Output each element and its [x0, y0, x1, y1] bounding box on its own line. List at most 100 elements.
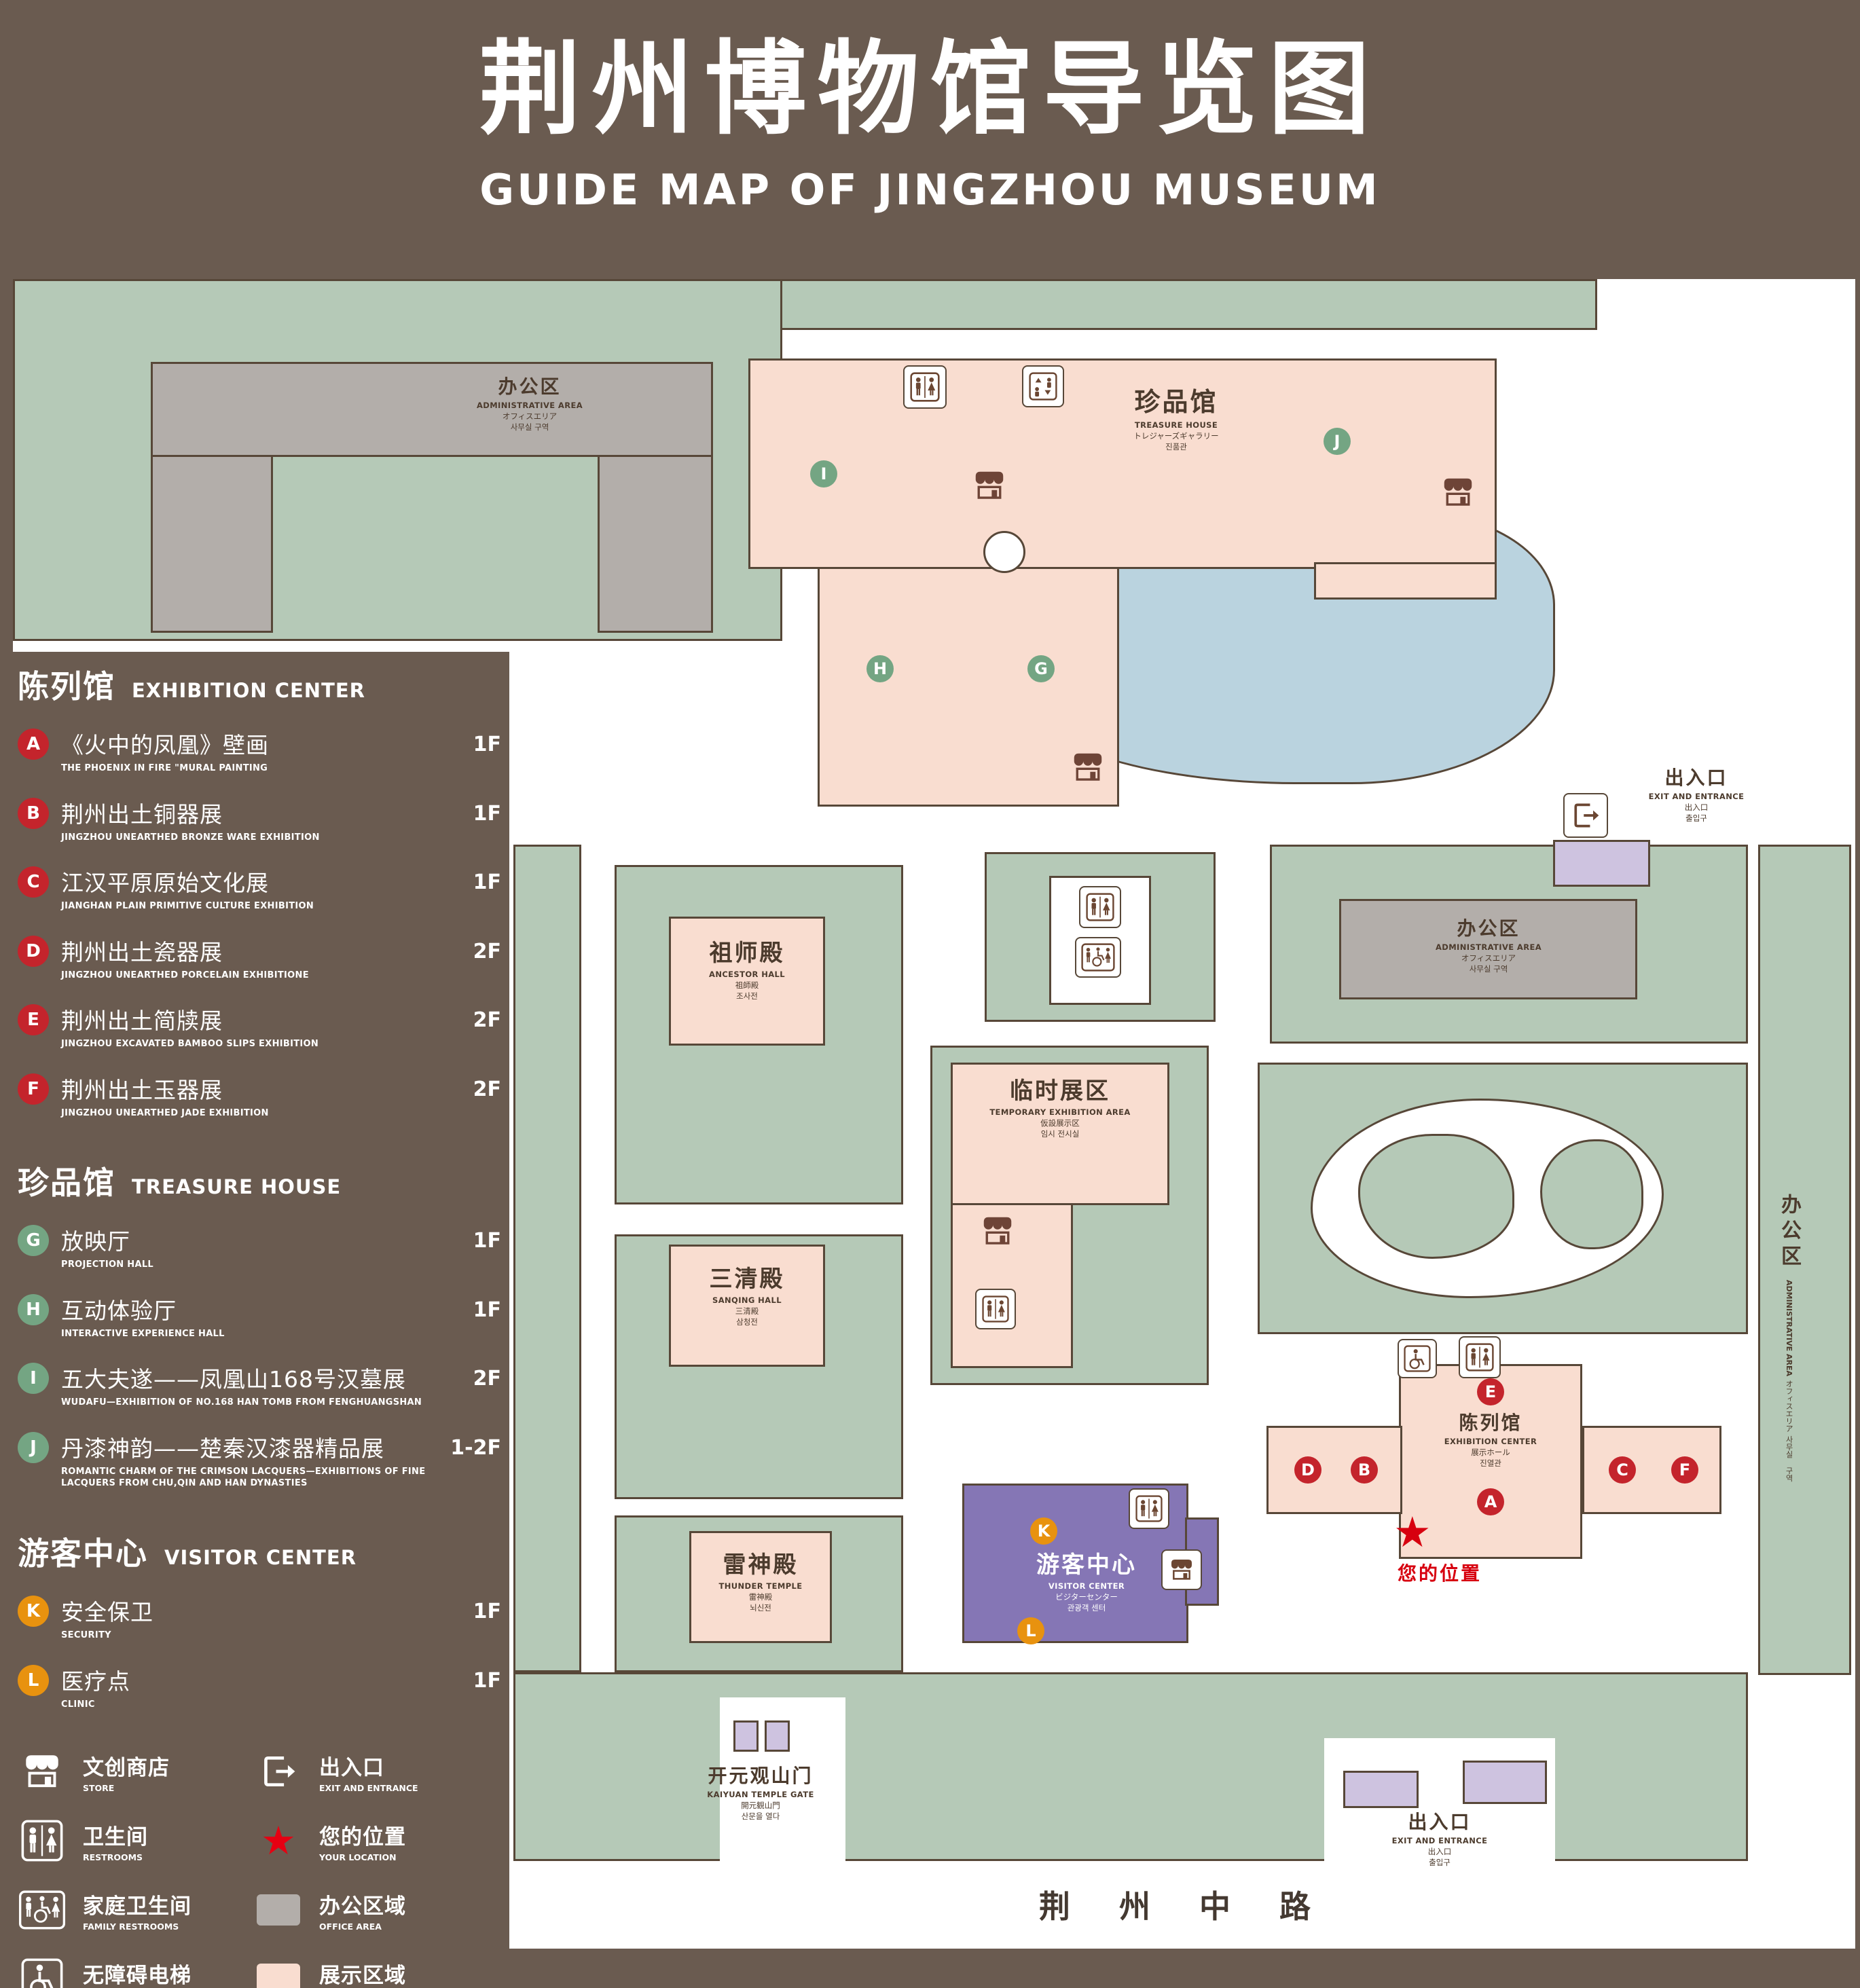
admin-east-label: 办公区 ADMINISTRATIVE AREA オフィスエリア 사무실 구역	[1777, 1193, 1801, 1482]
temporary-exhibition-building	[951, 1063, 1169, 1205]
item-name-zh: 五大夫遂——凤凰山168号汉墓展	[61, 1366, 406, 1393]
item-name-zh: 荆州出土简牍展	[61, 1008, 223, 1035]
page-title: 荆州博物馆导览图 GUIDE MAP OF JINGZHOU MUSEUM	[0, 7, 1860, 215]
treasure-house-building	[748, 358, 1497, 569]
item-name-en: WUDAFU—EXHIBITION OF NO.168 HAN TOMB FRO…	[61, 1397, 422, 1408]
item-name-en: CLINIC	[61, 1699, 95, 1710]
treasure-house-plaza-circle	[983, 531, 1025, 573]
item-floor: 1F	[473, 1600, 501, 1624]
exhibition-center-label: 陈列馆 EXHIBITION CENTER 展示ホール 진열관	[1444, 1412, 1537, 1469]
item-name-zh: 荆州出土玉器展	[61, 1076, 223, 1103]
marker-badge-c: C	[18, 866, 49, 898]
marker-badge-e: E	[18, 1004, 49, 1036]
item-floor: 2F	[473, 1077, 501, 1101]
map-marker-g: G	[1027, 655, 1055, 682]
marker-badge-j: J	[18, 1431, 49, 1463]
item-floor: 1F	[473, 1297, 501, 1322]
item-name-zh: 放映厅	[61, 1228, 130, 1255]
section-visitor-center: 游客中心 VISITOR CENTER	[18, 1529, 501, 1574]
treasure-house-label: 珍品馆 TREASURE HOUSE トレジャーズギャラリー 진품관	[1133, 387, 1219, 452]
elevator-icon	[1022, 365, 1064, 407]
store-icon	[1070, 750, 1106, 784]
gate-building-west	[733, 1720, 759, 1752]
admin-right-label: 办公区 ADMINISTRATIVE AREA オフィスエリア 사무실 구역	[1435, 917, 1542, 974]
your-location-star-icon: ★	[1393, 1507, 1432, 1557]
title-english: GUIDE MAP OF JINGZHOU MUSEUM	[479, 165, 1381, 215]
store-icon	[979, 1214, 1016, 1248]
map-marker-a: A	[1477, 1488, 1504, 1515]
marker-badge-h: H	[18, 1293, 49, 1325]
list-item-b: B 荆州出土铜器展 JINGZHOU UNEARTHED BRONZE WARE …	[18, 796, 501, 844]
treasure-house-south-wing	[818, 567, 1119, 807]
restroom-icon	[1129, 1488, 1169, 1529]
restroom-icon	[1459, 1336, 1501, 1378]
section-exhibition-center: 陈列馆 EXHIBITION CENTER	[18, 662, 501, 707]
exit-icon	[254, 1750, 303, 1793]
item-name-en: INTERACTIVE EXPERIENCE HALL	[61, 1328, 225, 1339]
office-area-swatch	[254, 1888, 303, 1932]
restroom-icon	[975, 1289, 1016, 1329]
map-marker-j: J	[1324, 428, 1351, 455]
sanqing-hall-label: 三清殿 SANQING HALL 三清殿 삼청전	[709, 1266, 785, 1327]
map-marker-d: D	[1294, 1456, 1321, 1484]
item-name-en: THE PHOENIX IN FIRE "MURAL PAINTING	[61, 763, 268, 773]
store-icon	[1440, 475, 1476, 509]
item-name-en: JINGZHOU UNEARTHED BRONZE WARE EXHIBITIO…	[61, 832, 320, 843]
item-name-en: SECURITY	[61, 1630, 111, 1641]
thunder-temple-building	[689, 1531, 832, 1643]
item-floor: 1F	[473, 801, 501, 826]
green-area-west-strip	[513, 845, 581, 1672]
store-icon	[18, 1750, 67, 1793]
map-marker-i: I	[810, 460, 837, 487]
family-restroom-icon	[18, 1888, 67, 1932]
exit-northeast-label: 出入口 EXIT AND ENTRANCE 出入口 출입구	[1648, 767, 1745, 824]
item-name-zh: 医疗点	[61, 1668, 130, 1695]
temporary-area-label: 临时展区 TEMPORARY EXHIBITION AREA 仮設展示区 임시 …	[989, 1078, 1131, 1139]
item-name-zh: 安全保卫	[61, 1599, 153, 1626]
map-marker-k: K	[1030, 1517, 1057, 1545]
green-area-bottom-band	[513, 1672, 1748, 1861]
legend-accessible-elevator: 无障碍电梯ACCESSIBLE ELEVATOR	[18, 1957, 254, 1988]
admin-topleft-label: 办公区 ADMINISTRATIVE AREA オフィスエリア 사무실 구역	[476, 375, 583, 432]
map-marker-l: L	[1017, 1617, 1044, 1644]
garden-island-west	[1358, 1134, 1514, 1259]
road-label: 荆 州 中 路	[1038, 1888, 1330, 1925]
list-item-k: K 安全保卫 SECURITY 1F	[18, 1594, 501, 1642]
item-name-zh: 江汉平原原始文化展	[61, 870, 269, 897]
marker-badge-l: L	[18, 1664, 49, 1696]
exit-south-label: 出入口 EXIT AND ENTRANCE 出入口 출입구	[1391, 1811, 1488, 1868]
legend-display-area: 展示区域DISPLAY AREA	[254, 1957, 501, 1988]
visitor-center-label: 游客中心 VISITOR CENTER ビジターセンター 관광객 센터	[1036, 1551, 1137, 1613]
exhibition-center-west-arm	[1266, 1426, 1402, 1514]
item-floor: 2F	[473, 1008, 501, 1033]
restroom-icon	[18, 1819, 67, 1862]
item-name-zh: 荆州出土铜器展	[61, 800, 223, 828]
map-marker-f: F	[1671, 1456, 1698, 1484]
section-title-en: EXHIBITION CENTER	[132, 679, 366, 702]
thunder-temple-label: 雷神殿 THUNDER TEMPLE 雷神殿 뇌신전	[718, 1551, 803, 1613]
exit-building-south-east	[1463, 1761, 1547, 1804]
marker-badge-i: I	[18, 1363, 49, 1395]
marker-badge-b: B	[18, 797, 49, 829]
marker-badge-k: K	[18, 1596, 49, 1627]
admin-building-topleft-bar	[151, 362, 713, 457]
gate-building-east	[765, 1720, 790, 1752]
map-marker-c: C	[1609, 1456, 1636, 1484]
store-icon	[971, 468, 1008, 502]
item-floor: 1-2F	[450, 1435, 501, 1460]
display-area-swatch	[254, 1957, 303, 1988]
exit-building-south-west	[1343, 1771, 1419, 1808]
exit-icon	[1563, 793, 1608, 838]
item-name-zh: 丹漆神韵——楚秦汉漆器精品展	[61, 1435, 384, 1462]
